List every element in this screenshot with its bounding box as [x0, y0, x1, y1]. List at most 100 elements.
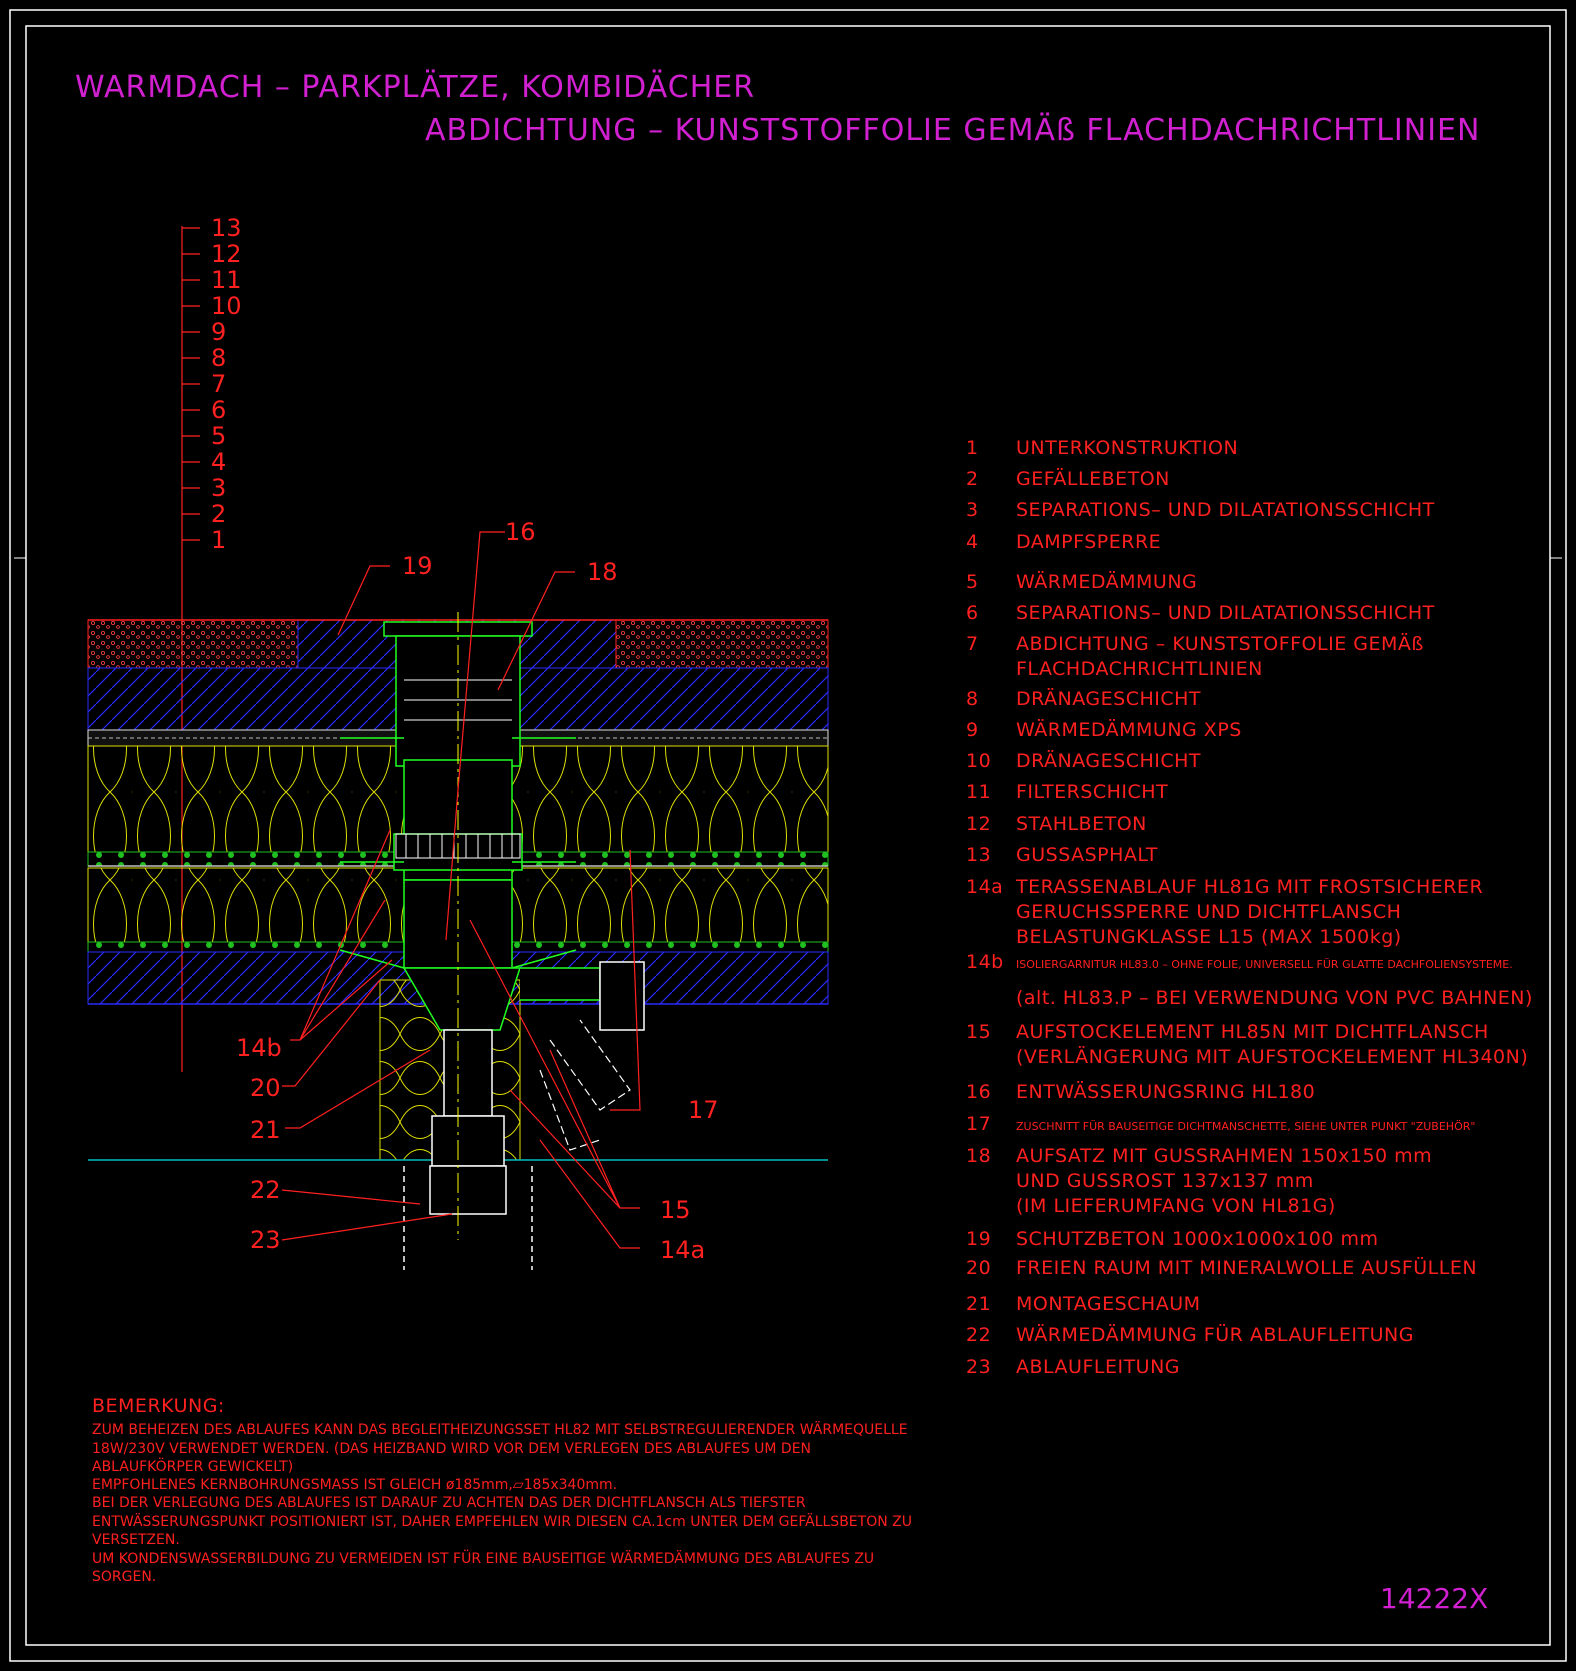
legend-text: (IM LIEFERUMFANG VON HL81G)	[1016, 1195, 1336, 1217]
legend-item: 13 GUSSASPHALT	[966, 844, 1158, 866]
legend-number: 17	[966, 1113, 991, 1135]
legend-number: 19	[966, 1228, 991, 1250]
legend-number: 9	[966, 719, 979, 741]
legend-number: 7	[966, 633, 979, 655]
legend-item: 10 DRÄNAGESCHICHT	[966, 749, 1201, 772]
legend-number: 6	[966, 602, 979, 624]
legend-text: FILTERSCHICHT	[1016, 781, 1168, 803]
callout-15: 15	[660, 1196, 691, 1224]
legend-text: ABDICHTUNG – KUNSTSTOFFOLIE GEMÄß	[1016, 632, 1424, 655]
note-line: ZUM BEHEIZEN DES ABLAUFES KANN DAS BEGLE…	[92, 1420, 908, 1438]
legend-text: BELASTUNGKLASSE L15 (MAX 1500kg)	[1016, 926, 1402, 948]
legend-text: SEPARATIONS– UND DILATATIONSSCHICHT	[1016, 602, 1435, 624]
legend-text: GERUCHSSPERRE UND DICHTFLANSCH	[1016, 901, 1401, 923]
legend-text: GUSSASPHALT	[1016, 844, 1158, 866]
title-line-1: WARMDACH – PARKPLÄTZE, KOMBIDÄCHER	[75, 69, 755, 105]
legend-text: FREIEN RAUM MIT MINERALWOLLE AUSFÜLLEN	[1016, 1256, 1477, 1279]
drawing-code: 14222X	[1380, 1582, 1488, 1615]
outer-frame	[9, 9, 1567, 1662]
legend-item: 11 FILTERSCHICHT	[966, 781, 1168, 803]
legend-item: 12 STAHLBETON	[966, 813, 1147, 835]
legend-number: 15	[966, 1021, 991, 1043]
scale-label: 13	[211, 214, 242, 242]
scale-label: 11	[211, 266, 242, 294]
legend-text: DRÄNAGESCHICHT	[1016, 749, 1201, 772]
scale-label: 8	[211, 344, 226, 372]
legend-text: SCHUTZBETON 1000x1000x100 mm	[1016, 1228, 1379, 1250]
legend-text: AUFSATZ MIT GUSSRAHMEN 150x150 mm	[1016, 1145, 1432, 1167]
callout-14a: 14a	[660, 1236, 705, 1264]
legend-number: 1	[966, 437, 979, 459]
legend-number: 20	[966, 1257, 991, 1279]
legend-text: WÄRMEDÄMMUNG FÜR ABLAUFLEITUNG	[1016, 1323, 1414, 1346]
legend-text: FLACHDACHRICHTLINIEN	[1016, 658, 1263, 680]
legend-number: 16	[966, 1081, 991, 1103]
branch-pipe	[539, 1019, 631, 1151]
inner-frame	[25, 25, 1551, 1646]
scale-label: 4	[211, 448, 226, 476]
legend-number: 23	[966, 1356, 991, 1378]
legend-text: AUFSTOCKELEMENT HL85N MIT DICHTFLANSCH	[1016, 1021, 1489, 1043]
legend-item: 6 SEPARATIONS– UND DILATATIONSSCHICHT	[966, 602, 1435, 624]
legend-item: 22 WÄRMEDÄMMUNG FÜR ABLAUFLEITUNG	[966, 1323, 1414, 1346]
legend-item: 14b ISOLIERGARNITUR HL83.0 – OHNE FOLIE, …	[966, 951, 1532, 1009]
scale-label: 3	[211, 474, 226, 502]
legend-number: 5	[966, 571, 979, 593]
notes-heading: BEMERKUNG:	[92, 1395, 225, 1417]
note-line: UM KONDENSWASSERBILDUNG ZU VERMEIDEN IST…	[92, 1549, 874, 1567]
legend-number: 22	[966, 1324, 991, 1346]
scale-label: 12	[211, 240, 242, 268]
callout-16: 16	[505, 518, 536, 546]
legend-text: UND GUSSROST 137x137 mm	[1016, 1170, 1314, 1192]
legend-number: 14a	[966, 876, 1003, 898]
callout-14b: 14b	[236, 1034, 282, 1062]
legend-text: STAHLBETON	[1016, 813, 1147, 835]
legend-item: 9 WÄRMEDÄMMUNG XPS	[966, 718, 1242, 741]
legend-text: SEPARATIONS– UND DILATATIONSSCHICHT	[1016, 499, 1435, 521]
section-drawing	[87, 612, 829, 1270]
scale-label: 10	[211, 292, 242, 320]
drain-body	[339, 621, 645, 1031]
legend-number: 13	[966, 844, 991, 866]
legend-text: TERASSENABLAUF HL81G MIT FROSTSICHERER	[1015, 876, 1483, 898]
legend-item: 1 UNTERKONSTRUKTION	[966, 437, 1238, 459]
legend-text: WÄRMEDÄMMUNG XPS	[1016, 718, 1242, 741]
legend-number: 14b	[966, 951, 1004, 973]
legend-number: 21	[966, 1293, 991, 1315]
note-line: ABLAUFKÖRPER GEWICKELT)	[92, 1457, 293, 1475]
note-line: EMPFOHLENES KERNBOHRUNGSMASS IST GLEICH …	[92, 1477, 617, 1493]
scale-label: 2	[211, 500, 226, 528]
legend-text: ISOLIERGARNITUR HL83.0 – OHNE FOLIE, UNI…	[1016, 958, 1513, 971]
legend-number: 12	[966, 813, 991, 835]
note-line: SORGEN.	[92, 1569, 156, 1585]
legend-number: 4	[966, 531, 979, 553]
legend-number: 3	[966, 499, 979, 521]
legend-number: 8	[966, 688, 979, 710]
callout-17: 17	[688, 1096, 719, 1124]
legend-number: 10	[966, 750, 991, 772]
legend-text: UNTERKONSTRUKTION	[1016, 437, 1238, 459]
legend-number: 18	[966, 1145, 991, 1167]
legend-text: GEFÄLLEBETON	[1016, 467, 1170, 490]
layer-gussasphalt-right	[615, 619, 829, 669]
leader-lines	[281, 531, 641, 1249]
legend-item: 15 AUFSTOCKELEMENT HL85N MIT DICHTFLANSCH…	[966, 1021, 1528, 1068]
notes-body: ZUM BEHEIZEN DES ABLAUFES KANN DAS BEGLE…	[92, 1420, 912, 1585]
legend-item: 18 AUFSATZ MIT GUSSRAHMEN 150x150 mm UND G…	[966, 1145, 1432, 1217]
drain-pipe	[403, 1029, 533, 1270]
layer-gussasphalt-left	[87, 619, 299, 669]
legend-number: 11	[966, 781, 991, 803]
callout-22: 22	[250, 1176, 281, 1204]
scale-label: 6	[211, 396, 226, 424]
callout-20: 20	[250, 1074, 281, 1102]
legend-item: 14a TERASSENABLAUF HL81G MIT FROSTSICHERE…	[966, 876, 1483, 948]
legend-text: (VERLÄNGERUNG MIT AUFSTOCKELEMENT HL340N…	[1016, 1045, 1528, 1068]
